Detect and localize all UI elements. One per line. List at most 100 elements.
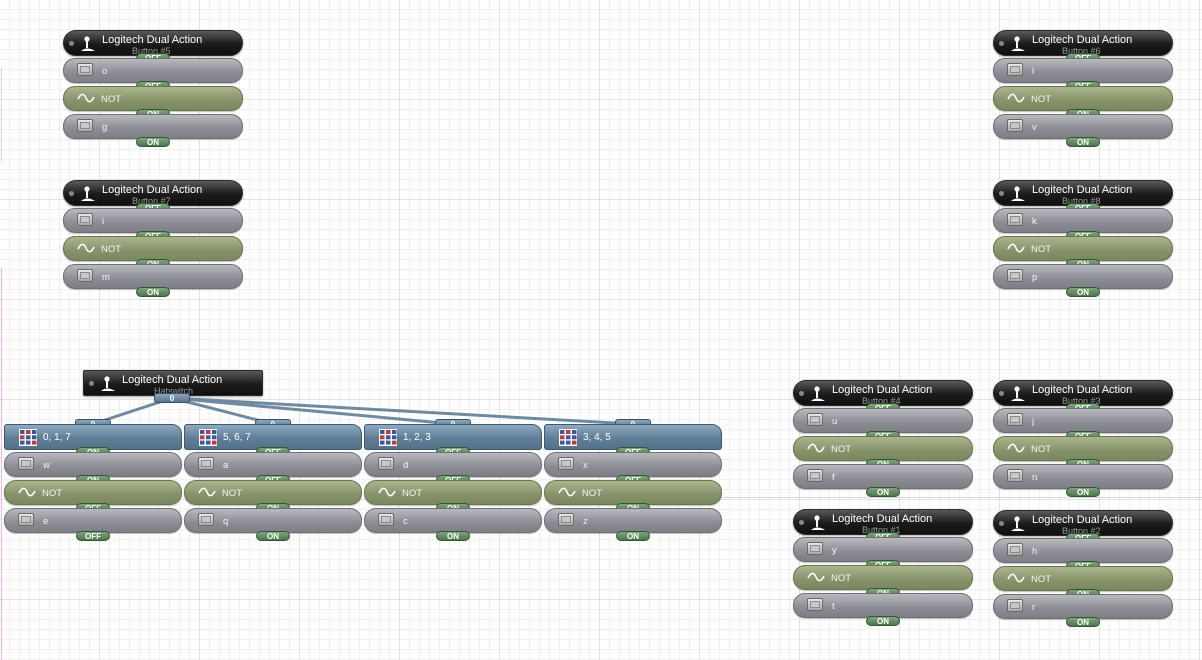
key-label: i (102, 216, 105, 227)
key-output-row[interactable]: p (993, 264, 1173, 289)
hat-direction-patch[interactable]: 00, 1, 7ONwONNOTOFFeOFF (4, 419, 182, 542)
key-output-row[interactable]: c (364, 508, 542, 533)
keyboard-key-icon (77, 63, 93, 76)
joystick-icon (1011, 36, 1025, 51)
connection-cable[interactable] (171, 396, 454, 426)
key-output-row[interactable]: f (793, 464, 973, 489)
key-output-row[interactable]: r (993, 594, 1173, 619)
collapse-dot-icon[interactable] (999, 41, 1004, 46)
key-output-row[interactable]: i (63, 208, 243, 233)
not-gate-icon (807, 572, 825, 582)
patch-title: Logitech Dual Action (832, 384, 933, 396)
not-gate-row[interactable]: NOT (63, 236, 243, 261)
key-output-row[interactable]: z (544, 508, 722, 533)
not-gate-row[interactable]: NOT (4, 480, 182, 505)
key-output-row[interactable]: d (364, 452, 542, 477)
output-port[interactable]: 0 (154, 393, 190, 403)
keyboard-key-icon (77, 213, 93, 226)
not-label: NOT (1031, 444, 1052, 455)
direction-list-label: 1, 2, 3 (403, 432, 431, 443)
key-label: u (832, 416, 838, 427)
key-output-row[interactable]: l (993, 58, 1173, 83)
key-output-row[interactable]: w (4, 452, 182, 477)
keyboard-key-icon (558, 513, 574, 526)
patch-title: Logitech Dual Action (102, 34, 203, 46)
not-gate-row[interactable]: NOT (63, 86, 243, 111)
key-label: a (223, 460, 229, 471)
not-gate-row[interactable]: NOT (793, 436, 973, 461)
key-output-row[interactable]: t (793, 593, 973, 618)
connection-cable[interactable] (171, 396, 634, 426)
key-output-row[interactable]: a (184, 452, 362, 477)
hat-direction-header[interactable]: 3, 4, 5 (544, 424, 722, 450)
collapse-dot-icon[interactable] (89, 381, 94, 386)
collapse-dot-icon[interactable] (799, 520, 804, 525)
not-gate-row[interactable]: NOT (364, 480, 542, 505)
hat-direction-patch[interactable]: 05, 6, 7OFFaOFFNOTONqON (184, 419, 362, 542)
patch-title: Logitech Dual Action (1032, 384, 1133, 396)
key-output-row[interactable]: q (184, 508, 362, 533)
not-gate-row[interactable]: NOT (184, 480, 362, 505)
key-label: v (1032, 122, 1037, 133)
collapse-dot-icon[interactable] (799, 391, 804, 396)
not-gate-row[interactable]: NOT (544, 480, 722, 505)
hat-direction-header[interactable]: 5, 6, 7 (184, 424, 362, 450)
key-output-row[interactable]: g (63, 114, 243, 139)
key-output-row[interactable]: x (544, 452, 722, 477)
key-label: t (832, 601, 835, 612)
collapse-dot-icon[interactable] (999, 191, 1004, 196)
not-gate-row[interactable]: NOT (993, 436, 1173, 461)
hat-direction-patch[interactable]: 03, 4, 5OFFxOFFNOTONzON (544, 419, 722, 542)
key-output-row[interactable]: y (793, 537, 973, 562)
keyboard-key-icon (558, 457, 574, 470)
state-indicator: ON (1066, 617, 1100, 627)
direction-list-label: 5, 6, 7 (223, 432, 251, 443)
key-output-row[interactable]: u (793, 408, 973, 433)
not-label: NOT (582, 488, 603, 499)
direction-list-label: 3, 4, 5 (583, 432, 611, 443)
key-output-row[interactable]: m (63, 264, 243, 289)
key-output-row[interactable]: h (993, 538, 1173, 563)
state-indicator: ON (136, 137, 170, 147)
not-gate-icon (77, 93, 95, 103)
key-output-row[interactable]: v (993, 114, 1173, 139)
hat-direction-patch[interactable]: 01, 2, 3OFFdOFFNOTONcON (364, 419, 542, 542)
collapse-dot-icon[interactable] (69, 191, 74, 196)
collapse-dot-icon[interactable] (999, 521, 1004, 526)
not-gate-icon (558, 487, 576, 497)
not-gate-row[interactable]: NOT (993, 86, 1173, 111)
not-gate-row[interactable]: NOT (793, 565, 973, 590)
not-label: NOT (101, 94, 122, 105)
collapse-dot-icon[interactable] (999, 391, 1004, 396)
patch-title: Logitech Dual Action (832, 513, 933, 525)
collapse-dot-icon[interactable] (69, 41, 74, 46)
not-gate-row[interactable]: NOT (993, 566, 1173, 591)
patch-subtitle: Button #6 (1062, 46, 1101, 56)
key-output-row[interactable]: e (4, 508, 182, 533)
not-gate-row[interactable]: NOT (993, 236, 1173, 261)
key-label: w (43, 460, 50, 471)
joystick-icon (811, 386, 825, 401)
direction-grid-icon (379, 429, 397, 446)
key-output-row[interactable]: k (993, 208, 1173, 233)
key-output-row[interactable]: o (63, 58, 243, 83)
key-output-row[interactable]: n (993, 464, 1173, 489)
key-output-row[interactable]: j (993, 408, 1173, 433)
